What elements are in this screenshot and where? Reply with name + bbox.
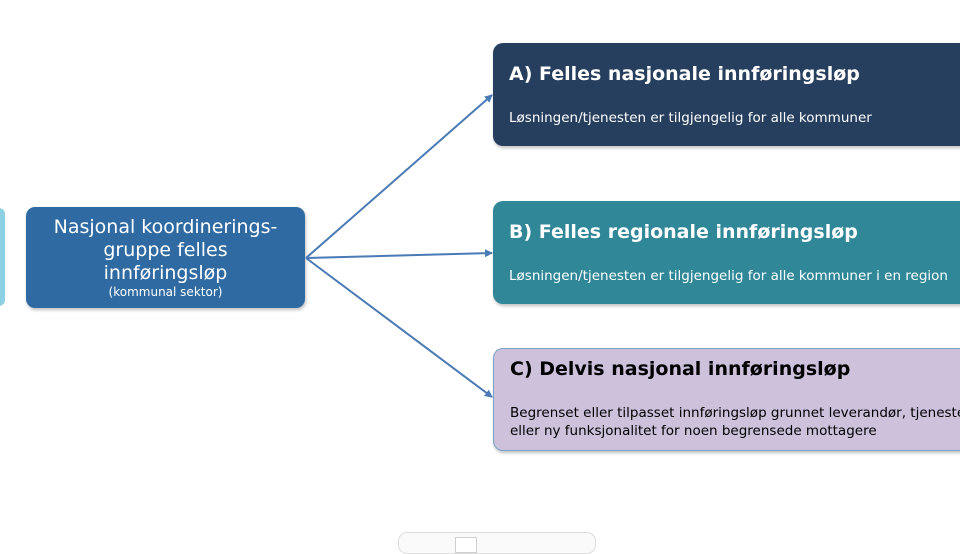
toolbar-button[interactable] bbox=[455, 537, 477, 553]
option-c-title: C) Delvis nasjonal innføringsløp bbox=[510, 358, 851, 380]
option-b-title: B) Felles regionale innføringsløp bbox=[509, 221, 858, 243]
option-a-title: A) Felles nasjonale innføringsløp bbox=[509, 63, 860, 85]
option-c-box: C) Delvis nasjonal innføringsløp Begrens… bbox=[493, 348, 960, 451]
option-c-description: Begrenset eller tilpasset innføringsløp … bbox=[510, 404, 960, 440]
option-a-box: A) Felles nasjonale innføringsløp Løsnin… bbox=[493, 43, 960, 146]
coordination-group-title: Nasjonal koordinerings- gruppe felles in… bbox=[53, 216, 278, 284]
arrow-to-option-b bbox=[305, 249, 493, 259]
option-b-box: B) Felles regionale innføringsløp Løsnin… bbox=[493, 201, 960, 304]
arrow-to-option-a bbox=[305, 94, 493, 259]
option-b-description: Løsningen/tjenesten er tilgjengelig for … bbox=[509, 268, 948, 284]
connector-arrows bbox=[305, 94, 493, 398]
coordination-group-box: Nasjonal koordinerings- gruppe felles in… bbox=[26, 207, 305, 308]
option-a-description: Løsningen/tjenesten er tilgjengelig for … bbox=[509, 110, 872, 126]
arrow-to-option-c bbox=[305, 257, 493, 398]
option-c-description-line2: eller ny funksjonalitet for noen begrens… bbox=[510, 423, 877, 439]
coordination-group-subtitle: (kommunal sektor) bbox=[108, 285, 223, 299]
offscreen-previous-box bbox=[0, 208, 5, 306]
option-c-description-line1: Begrenset eller tilpasset innføringsløp … bbox=[510, 405, 960, 421]
slide-toolbar[interactable] bbox=[398, 532, 596, 554]
